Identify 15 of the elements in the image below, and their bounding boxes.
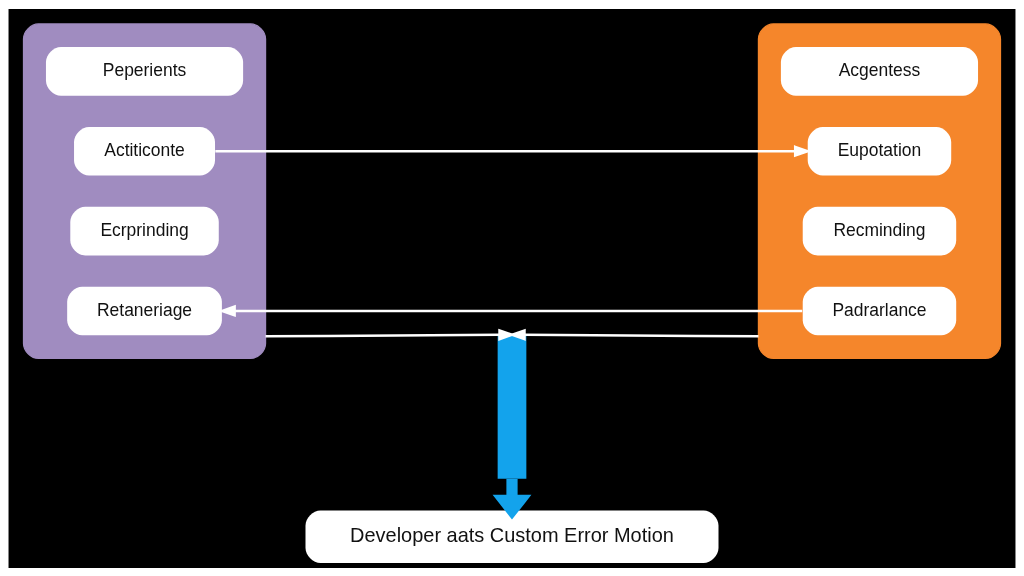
node-box: Padrarlance [802,286,957,335]
node-box: Developer aats Custom Error Motion [305,510,719,563]
arrow [492,478,532,520]
node-box: Recminding [802,206,957,255]
node-box: Retaneriage [67,286,222,335]
cluster [22,22,267,359]
node-box: Acgentess [780,46,979,96]
node-box: Actiticonte [74,126,216,176]
node-box: Peperients [45,46,244,96]
arrow [218,304,803,317]
node-box: Ecrprinding [70,206,219,255]
node-bar [497,334,527,479]
arrow [508,328,759,341]
node-box: Eupotation [807,126,952,176]
cluster [757,22,1002,359]
